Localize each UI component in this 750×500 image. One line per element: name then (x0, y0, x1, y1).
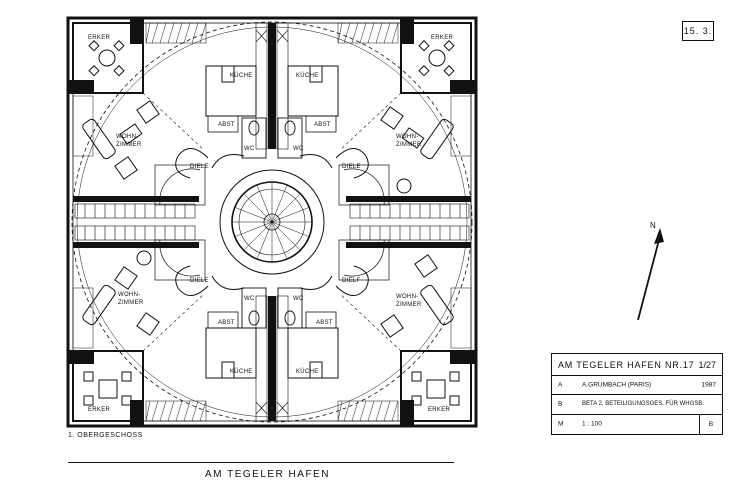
drawing-title: AM TEGELER HAFEN (205, 469, 330, 480)
cross-walls (73, 23, 471, 421)
room-label-wohn-ne: WOHN- (396, 134, 419, 140)
room-label-wohn-nw: WOHN- (116, 134, 139, 140)
row-b-key: B (558, 400, 563, 408)
wc-rooms (241, 117, 303, 329)
side-stairs (154, 164, 390, 281)
corridor-hatching (74, 203, 470, 241)
room-label-wohn-se: WOHN- (396, 294, 419, 300)
room-label-zimmer-sw: ZIMMER (118, 300, 144, 306)
title-block-row-project: AM TEGELER HAFEN NR.17 1/27 (552, 354, 722, 376)
erker-sw (68, 350, 144, 426)
living-furniture (82, 100, 454, 338)
year: 1987 (701, 381, 716, 388)
outer-dashed-circle (71, 21, 473, 423)
room-label-abst-nw: ABST (218, 122, 235, 128)
erker-se (400, 350, 476, 426)
room-label-kueche-ne: KÜCHE (296, 72, 319, 79)
title-block: AM TEGELER HAFEN NR.17 1/27 A A.GRUMBACH… (551, 353, 723, 435)
erker-nw (68, 18, 144, 94)
room-label-erker-ne: ERKER (431, 35, 454, 41)
room-label-diele-sw: DIELE (190, 278, 209, 284)
room-label-diele-ne: DIELE (342, 164, 361, 170)
row-a-key: A (558, 381, 563, 388)
outer-wall (66, 16, 478, 428)
floor-label: 1. OBERGESCHOSS (68, 432, 143, 439)
sheet-number: 1/27 (698, 359, 716, 370)
room-label-wohn-sw: WOHN- (118, 292, 141, 298)
room-label-kueche-sw: KÜCHE (230, 368, 253, 375)
room-label-kueche-nw: KÜCHE (230, 72, 253, 79)
room-label-zimmer-ne: ZIMMER (396, 142, 422, 148)
page-number: 15. 3. (682, 21, 714, 41)
room-label-erker-nw: ERKER (88, 35, 111, 41)
scale: 1 : 100 (582, 420, 602, 428)
room-label-wc-sw: WC (244, 296, 255, 302)
room-label-abst-sw: ABST (218, 320, 235, 326)
room-label-diele-nw: DIELE (190, 164, 209, 170)
row-m-box: B (699, 414, 722, 434)
client: BETA 2, BETEILIGUNGSGES. FÜR WHGSB. (582, 401, 704, 407)
title-block-row-m: M 1 : 100 B (552, 414, 722, 434)
north-label: N (650, 221, 656, 230)
diele-lobes (175, 148, 369, 296)
erker-ne (400, 18, 476, 94)
title-block-row-b: B BETA 2, BETEILIGUNGSGES. FÜR WHGSB. (552, 394, 722, 415)
title-block-row-a: A A.GRUMBACH (PARIS) 1987 (552, 375, 722, 395)
title-underline (68, 462, 454, 463)
room-label-kueche-se: KÜCHE (296, 368, 319, 375)
diagonal-dashes (142, 92, 402, 352)
room-label-wc-ne: WC (293, 146, 304, 152)
row-m-key: M (558, 420, 564, 428)
room-label-abst-ne: ABST (314, 122, 331, 128)
room-label-zimmer-nw: ZIMMER (116, 142, 142, 148)
room-label-zimmer-se: ZIMMER (396, 302, 422, 308)
kitchens (205, 65, 339, 379)
room-label-wc-se: WC (293, 296, 304, 302)
project-name: AM TEGELER HAFEN NR.17 (558, 359, 695, 370)
room-label-diele-se: DIELF (342, 278, 361, 284)
room-label-abst-se: ABST (316, 320, 333, 326)
room-label-wc-nw: WC (244, 146, 255, 152)
north-arrow-icon: N (637, 221, 664, 321)
central-stairwell (219, 169, 325, 275)
room-label-erker-sw: ERKER (88, 407, 111, 413)
room-label-erker-se: ERKER (428, 407, 451, 413)
architect: A.GRUMBACH (PARIS) (582, 381, 652, 388)
